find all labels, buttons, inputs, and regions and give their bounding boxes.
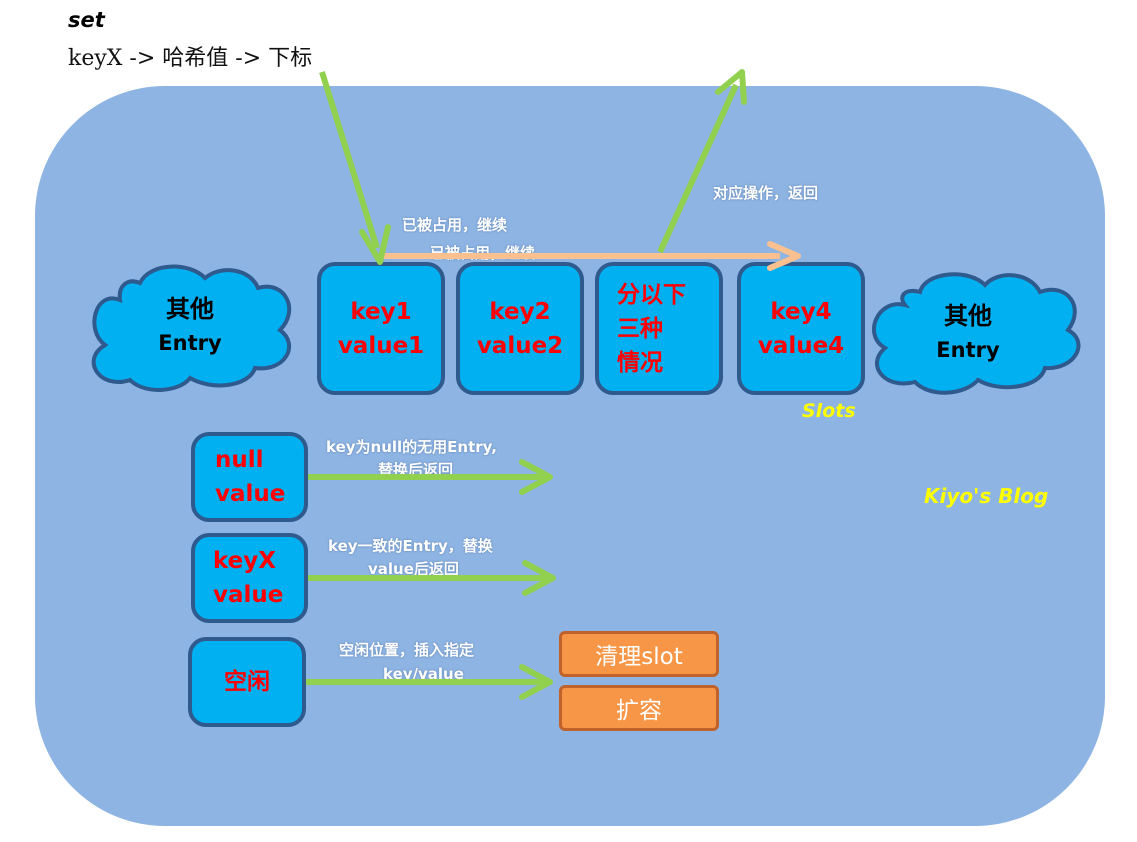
slot-cases-line1: 分以下 bbox=[617, 281, 686, 308]
slot-key2-line2: value2 bbox=[476, 332, 564, 359]
slot-key4-line2: value4 bbox=[757, 332, 845, 359]
slot-key1-line1: key1 bbox=[350, 298, 412, 325]
label-occupied-1: 已被占用，继续 bbox=[402, 216, 508, 234]
cloud-left-line1: 其他 bbox=[166, 295, 214, 323]
slot-key4: key4 value4 bbox=[737, 262, 865, 395]
case-keyx: keyX value bbox=[191, 533, 308, 623]
case-keyx-line1: keyX bbox=[213, 548, 277, 574]
case-empty: 空闲 bbox=[188, 637, 306, 727]
cloud-left-label: 其他 Entry bbox=[130, 292, 250, 360]
header-title: set bbox=[68, 8, 105, 32]
cloud-right-line2: Entry bbox=[936, 338, 1000, 362]
case-null-line1: null bbox=[215, 447, 264, 473]
case-null-arrow bbox=[308, 459, 553, 495]
label-found: 对应操作，返回 bbox=[713, 184, 819, 202]
case-empty-arrow bbox=[306, 664, 553, 700]
slot-key2-line1: key2 bbox=[489, 298, 551, 325]
action-expand: 扩容 bbox=[559, 685, 719, 731]
slot-key1: key1 value1 bbox=[317, 262, 445, 395]
hash-entry-arrow bbox=[319, 71, 391, 265]
case-empty-line1: 空闲 bbox=[224, 669, 270, 695]
case-keyx-desc1: key一致的Entry，替换 bbox=[328, 537, 493, 555]
slot-key4-line1: key4 bbox=[770, 298, 832, 325]
return-arrow bbox=[657, 69, 747, 254]
slot-key1-line2: value1 bbox=[337, 332, 425, 359]
cloud-left-line2: Entry bbox=[158, 331, 222, 355]
case-keyx-arrow bbox=[308, 560, 556, 596]
case-empty-desc1: 空闲位置，插入指定 bbox=[339, 641, 475, 659]
case-keyx-desc2: value后返回 bbox=[368, 560, 459, 578]
slot-key2: key2 value2 bbox=[456, 262, 584, 395]
case-keyx-line2: value bbox=[213, 582, 284, 608]
cloud-right-line1: 其他 bbox=[944, 302, 992, 330]
case-null-line2: value bbox=[215, 481, 286, 507]
slot-cases: 分以下 三种 情况 bbox=[595, 262, 723, 395]
slot-cases-line3: 情况 bbox=[617, 349, 663, 376]
action-clean-slot: 清理slot bbox=[559, 631, 719, 677]
case-null-desc1: key为null的无用Entry, bbox=[326, 438, 497, 456]
watermark: Kiyo's Blog bbox=[924, 484, 1049, 508]
cloud-left bbox=[91, 264, 292, 392]
slots-label: Slots bbox=[802, 400, 856, 422]
slot-cases-line2: 三种 bbox=[617, 315, 663, 342]
cloud-right bbox=[872, 272, 1081, 395]
case-null: null value bbox=[191, 432, 308, 522]
cloud-right-label: 其他 Entry bbox=[908, 299, 1028, 367]
occupied-arrow bbox=[382, 241, 801, 271]
header-path: keyX -> 哈希值 -> 下标 bbox=[68, 46, 313, 71]
case-empty-desc2: key/value bbox=[383, 665, 464, 683]
